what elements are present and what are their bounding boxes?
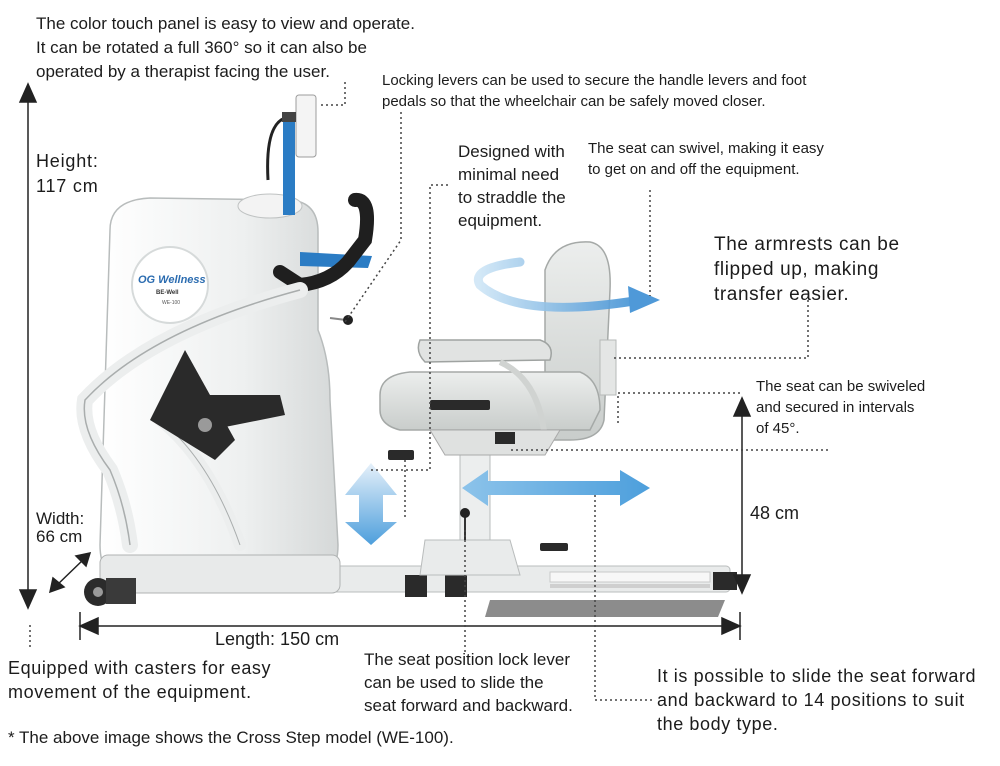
handle-bar bbox=[293, 193, 374, 292]
model-name-label: BE-Well bbox=[156, 290, 179, 296]
slide-rail bbox=[329, 565, 737, 597]
seat-cushion bbox=[379, 371, 601, 431]
locking-levers-annotation: Locking levers can be used to secure the… bbox=[382, 72, 807, 110]
width-label: Width: 66 cm bbox=[36, 509, 85, 546]
height-dimension bbox=[18, 82, 38, 610]
height-label: Height: 117 cm bbox=[36, 151, 99, 196]
logo-badge bbox=[131, 246, 209, 324]
seat-height-label: 48 cm bbox=[750, 503, 800, 523]
armrests-annotation: The armrests can be flipped up, making t… bbox=[714, 234, 900, 305]
width-dimension bbox=[48, 551, 92, 594]
leader-lines bbox=[29, 82, 828, 701]
length-label: Length: 150 cm bbox=[215, 629, 340, 649]
slide-arrow bbox=[462, 470, 650, 506]
casters-annotation: Equipped with casters for easy movement … bbox=[8, 658, 272, 702]
display-pole bbox=[283, 115, 295, 215]
seat-intervals-annotation: The seat can be swiveled and secured in … bbox=[756, 378, 926, 437]
touch-panel bbox=[295, 94, 317, 158]
slide-positions-annotation: It is possible to slide the seat forward… bbox=[657, 666, 977, 734]
model-code-label: WE-100 bbox=[162, 300, 181, 306]
brand-logo: OG Wellness bbox=[138, 274, 206, 286]
armrest bbox=[417, 339, 552, 363]
length-dimension bbox=[78, 612, 742, 640]
touch-panel-annotation: The color touch panel is easy to view an… bbox=[36, 14, 415, 81]
swivel-arrow bbox=[473, 257, 660, 313]
lock-lever-annotation: The seat position lock lever can be used… bbox=[364, 650, 573, 715]
straddle-annotation: Designed with minimal need to straddle t… bbox=[458, 142, 566, 230]
seat-swivel-annotation: The seat can swivel, making it easy to g… bbox=[588, 140, 824, 178]
seat-height-dimension bbox=[732, 396, 752, 595]
footnote: * The above image shows the Cross Step m… bbox=[8, 728, 454, 747]
height-arrow bbox=[345, 463, 397, 545]
pedal-mechanism bbox=[150, 350, 285, 460]
floor-mat bbox=[485, 600, 725, 617]
